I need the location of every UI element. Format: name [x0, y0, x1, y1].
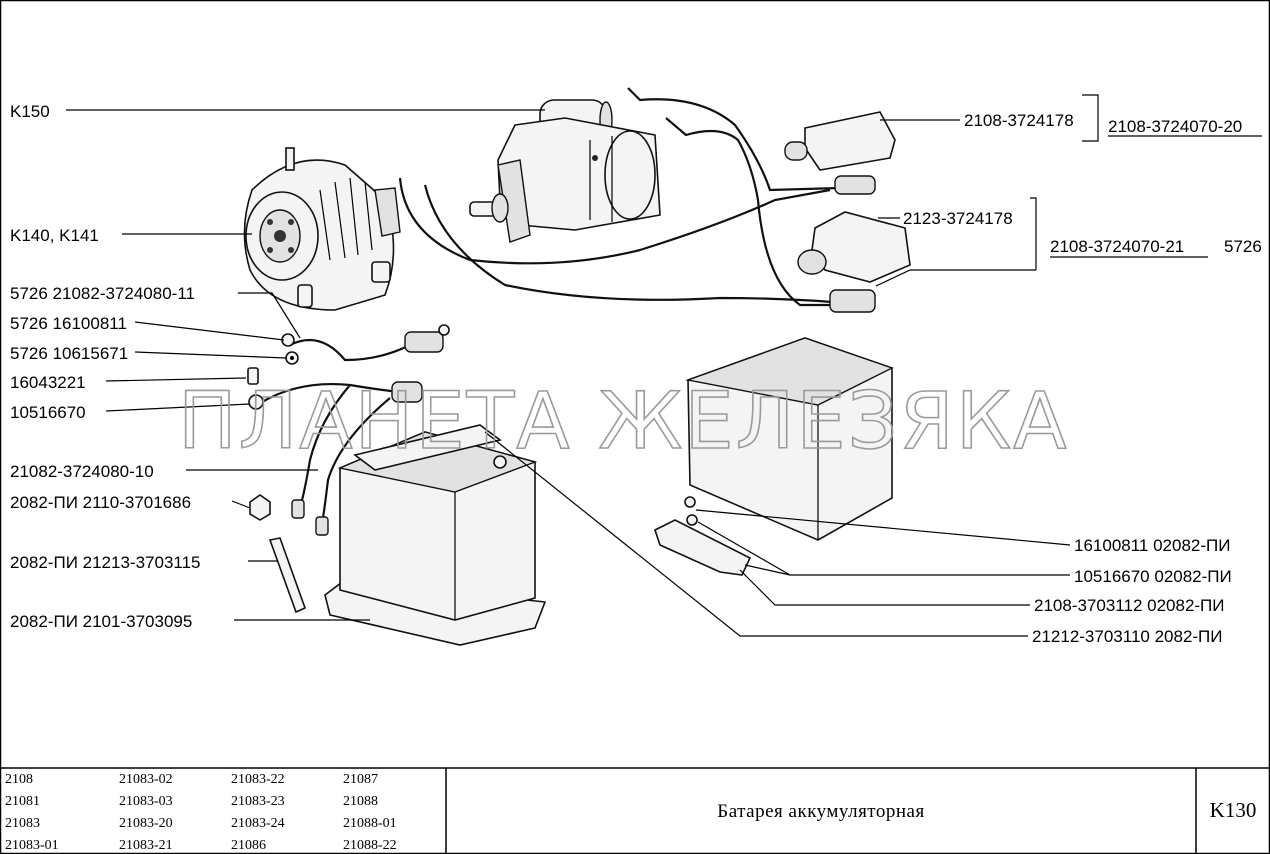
label-k140-k141: K140, K141	[10, 226, 99, 245]
battery-rear-illustration	[654, 337, 894, 576]
label-5726-16100811: 5726 16100811	[10, 314, 127, 333]
label-2108-3724070-20: 2108-3724070-20	[1108, 117, 1242, 136]
label-5726-10615671: 5726 10615671	[10, 344, 128, 363]
model-code: 21081	[5, 794, 40, 809]
fasteners-left	[247, 333, 299, 521]
terminal-covers	[784, 111, 911, 283]
diagram-title: Батарея аккумуляторная	[717, 801, 924, 822]
label-16100811-02082: 16100811 02082-ПИ	[1074, 536, 1230, 555]
battery-front-illustration	[268, 424, 547, 646]
model-code: 21083-02	[119, 772, 173, 787]
model-code: 21083	[5, 816, 40, 831]
starter-illustration	[469, 99, 661, 243]
right-labels: 2108-3724178 2108-3724070-20 2123-372417…	[903, 111, 1262, 646]
label-10516670-02082: 10516670 02082-ПИ	[1074, 567, 1232, 586]
model-code: 21088-01	[343, 816, 397, 831]
model-code: 21083-03	[119, 794, 173, 809]
cable-harness	[261, 87, 841, 526]
label-2108-3724178: 2108-3724178	[964, 111, 1074, 130]
leader-lines	[66, 94, 1099, 637]
watermark: ПЛАНЕТА ЖЕЛЕЗЯКА	[178, 377, 1069, 467]
page-code: K130	[1210, 798, 1257, 822]
label-2108-3703112: 2108-3703112 02082-ПИ	[1034, 596, 1225, 615]
model-code: 21088	[343, 794, 378, 809]
model-code: 2108	[5, 772, 33, 787]
model-code: 21083-20	[119, 816, 173, 831]
model-code: 21088-22	[343, 838, 397, 853]
label-10516670: 10516670	[10, 403, 86, 422]
model-code: 21087	[343, 772, 378, 787]
label-2110-3701686: 2082-ПИ 2110-3701686	[10, 493, 191, 512]
model-code: 21086	[231, 838, 266, 853]
label-5726-right: 5726	[1224, 237, 1262, 256]
model-code: 21083-01	[5, 838, 59, 853]
label-21213-3703115: 2082-ПИ 21213-3703115	[10, 553, 201, 572]
footer-title-block: 2108 21083-02 21083-22 21087 21081 21083…	[0, 767, 1270, 854]
label-21212-3703110: 21212-3703110 2082-ПИ	[1032, 627, 1223, 646]
label-2101-3703095: 2082-ПИ 2101-3703095	[10, 612, 192, 631]
model-code: 21083-22	[231, 772, 285, 787]
battery-terminals	[291, 175, 876, 536]
alternator-illustration	[243, 147, 401, 311]
model-code: 21083-23	[231, 794, 285, 809]
model-code: 21083-24	[231, 816, 285, 831]
model-code: 21083-21	[119, 838, 173, 853]
label-21082-3724080-10: 21082-3724080-10	[10, 462, 154, 481]
label-k150: K150	[10, 102, 50, 121]
label-2108-3724070-21: 2108-3724070-21	[1050, 237, 1184, 256]
label-5726-21082-3724080-11: 5726 21082-3724080-11	[10, 284, 195, 303]
left-labels: K150 K140, K141 5726 21082-3724080-11 57…	[10, 102, 201, 631]
label-2123-3724178: 2123-3724178	[903, 209, 1013, 228]
label-16043221: 16043221	[10, 373, 86, 392]
